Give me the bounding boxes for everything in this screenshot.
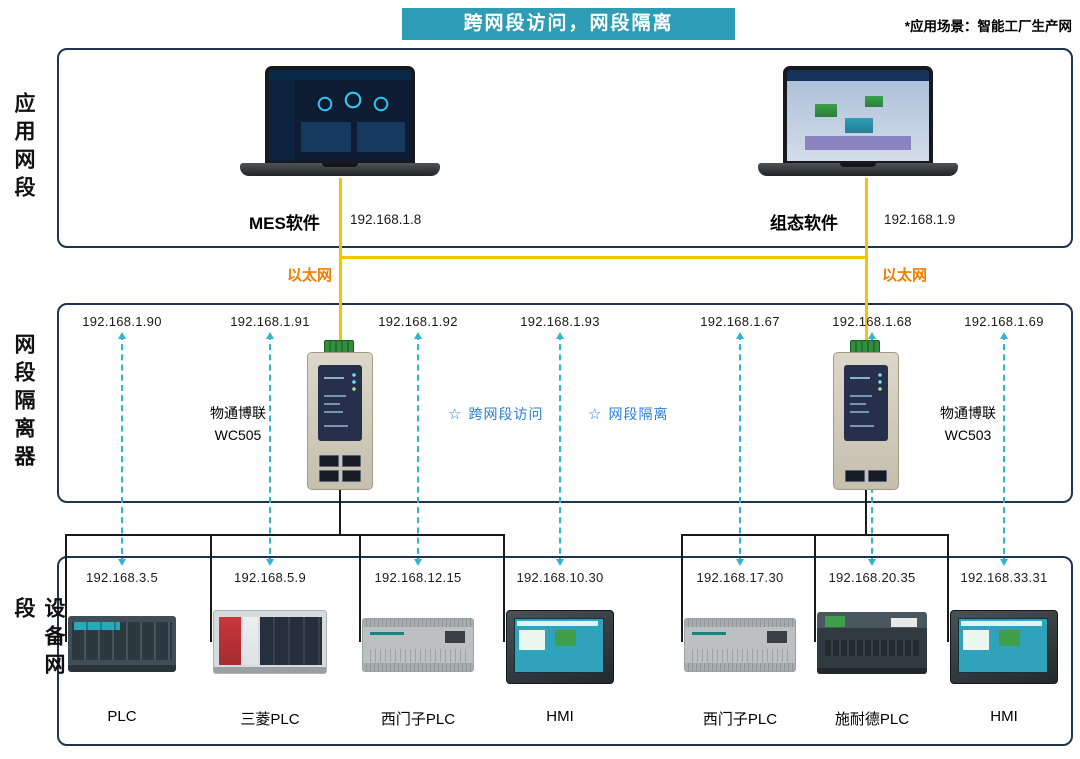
laptop-scada-ip: 192.168.1.9 bbox=[884, 212, 956, 227]
device-siemens-plc-2 bbox=[684, 618, 796, 672]
device-drop-6 bbox=[814, 534, 816, 642]
ethernet-port bbox=[845, 470, 865, 482]
device-ip-2: 192.168.5.9 bbox=[234, 570, 306, 585]
title-banner: 跨网段访问，网段隔离 bbox=[402, 8, 735, 40]
laptop-mes-ip: 192.168.1.8 bbox=[350, 212, 422, 227]
star-icon: ☆ bbox=[588, 406, 603, 423]
device-drop-2 bbox=[210, 534, 212, 642]
mes-dashboard-screen bbox=[265, 66, 415, 165]
segment-mapping-line-7 bbox=[1000, 332, 1008, 566]
ethernet-ports bbox=[319, 455, 361, 482]
gateway-wc505 bbox=[307, 340, 373, 490]
gateway-body bbox=[833, 352, 899, 490]
device-label-7: HMI bbox=[990, 708, 1018, 725]
gateway-wc503-label: 物通博联 WC503 bbox=[912, 403, 1024, 446]
ethernet-port bbox=[319, 455, 339, 467]
section-label-device: 设备网段 bbox=[12, 597, 65, 681]
scenario-note: *应用场景：智能工厂生产网 bbox=[904, 19, 1072, 34]
ethernet-label-right: 以太网 bbox=[882, 267, 928, 284]
ethernet-line-bus bbox=[339, 256, 868, 259]
device-label-4: HMI bbox=[546, 708, 574, 725]
device-bus-left bbox=[65, 534, 505, 536]
section-label-isolator: 网段隔离器 bbox=[12, 333, 35, 473]
laptop-scada-label: 组态软件 bbox=[770, 214, 838, 233]
device-bus-stem-right bbox=[865, 488, 867, 536]
gateway-model: WC505 bbox=[214, 426, 262, 443]
segment-mapping-line-2 bbox=[266, 332, 274, 566]
ethernet-line-right bbox=[865, 178, 868, 345]
device-ip-1: 192.168.3.5 bbox=[86, 570, 158, 585]
ethernet-port bbox=[319, 470, 339, 482]
laptop-base bbox=[758, 163, 958, 176]
ethernet-label-left: 以太网 bbox=[287, 267, 333, 284]
device-ip-7: 192.168.33.31 bbox=[960, 570, 1048, 585]
device-drop-4 bbox=[503, 534, 505, 642]
gateway-wc505-label: 物通博联 WC505 bbox=[182, 403, 294, 446]
device-mitsubishi-plc bbox=[213, 610, 327, 674]
isolator-ip-3: 192.168.1.92 bbox=[378, 314, 458, 329]
device-hmi-2 bbox=[950, 610, 1058, 684]
device-drop-7 bbox=[947, 534, 949, 642]
segment-mapping-line-5 bbox=[736, 332, 744, 566]
gateway-body bbox=[307, 352, 373, 490]
isolator-ip-4: 192.168.1.93 bbox=[520, 314, 600, 329]
annotation-segment-isolation: ☆ 网段隔离 bbox=[588, 404, 668, 424]
gateway-front-panel bbox=[844, 365, 888, 441]
annotation-text: 跨网段访问 bbox=[468, 406, 544, 422]
laptop-mes-label: MES软件 bbox=[249, 214, 320, 233]
segment-mapping-line-1 bbox=[118, 332, 126, 566]
gateway-brand: 物通博联 bbox=[210, 405, 266, 421]
isolator-ip-1: 192.168.1.90 bbox=[82, 314, 162, 329]
device-hmi bbox=[506, 610, 614, 684]
device-ip-3: 192.168.12.15 bbox=[374, 570, 462, 585]
ethernet-port bbox=[867, 470, 887, 482]
segment-mapping-line-3 bbox=[414, 332, 422, 566]
isolator-ip-5: 192.168.1.67 bbox=[700, 314, 780, 329]
segment-mapping-line-4 bbox=[556, 332, 564, 566]
ethernet-ports bbox=[845, 470, 887, 482]
ethernet-port bbox=[341, 470, 361, 482]
device-ip-6: 192.168.20.35 bbox=[828, 570, 916, 585]
gateway-wc503 bbox=[833, 340, 899, 490]
device-plc bbox=[68, 616, 176, 672]
laptop-base bbox=[240, 163, 440, 176]
device-bus-stem-left bbox=[339, 488, 341, 536]
gateway-front-panel bbox=[318, 365, 362, 441]
laptop-mes bbox=[240, 66, 440, 178]
star-icon: ☆ bbox=[448, 406, 463, 423]
scada-3d-screen bbox=[783, 66, 933, 165]
isolator-ip-7: 192.168.1.69 bbox=[964, 314, 1044, 329]
device-drop-1 bbox=[65, 534, 67, 642]
isolator-ip-2: 192.168.1.91 bbox=[230, 314, 310, 329]
device-label-1: PLC bbox=[107, 708, 137, 725]
isolator-ip-6: 192.168.1.68 bbox=[832, 314, 912, 329]
device-label-2: 三菱PLC bbox=[240, 711, 300, 728]
ethernet-line-left bbox=[339, 178, 342, 345]
device-label-3: 西门子PLC bbox=[380, 711, 456, 728]
device-drop-5 bbox=[681, 534, 683, 642]
device-ip-4: 192.168.10.30 bbox=[516, 570, 604, 585]
gateway-brand: 物通博联 bbox=[940, 405, 996, 421]
device-drop-3 bbox=[359, 534, 361, 642]
isolator-segment-box bbox=[57, 303, 1073, 503]
device-siemens-plc bbox=[362, 618, 474, 672]
gateway-model: WC503 bbox=[944, 426, 992, 443]
device-label-5: 西门子PLC bbox=[702, 711, 778, 728]
device-label-6: 施耐德PLC bbox=[834, 711, 910, 728]
laptop-scada bbox=[758, 66, 958, 178]
annotation-text: 网段隔离 bbox=[608, 406, 669, 422]
section-label-app: 应用网段 bbox=[12, 92, 35, 204]
device-ip-5: 192.168.17.30 bbox=[696, 570, 784, 585]
annotation-cross-segment: ☆ 跨网段访问 bbox=[448, 404, 543, 424]
ethernet-port bbox=[341, 455, 361, 467]
device-schneider-plc bbox=[817, 612, 927, 674]
